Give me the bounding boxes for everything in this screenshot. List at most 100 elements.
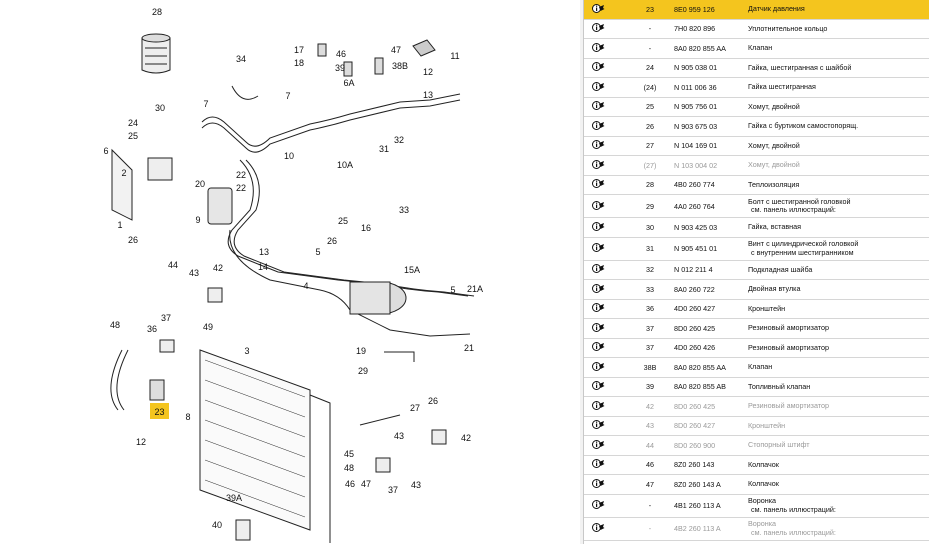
callout-10[interactable]: 10 [284,151,294,161]
callout-39A[interactable]: 39A [226,493,242,503]
part-number[interactable]: N 905 756 01 [672,97,746,117]
callout-38B[interactable]: 38B [392,61,408,71]
info-pointer-icon[interactable] [592,100,605,111]
callout-7[interactable]: 7 [203,99,208,109]
info-pointer-icon[interactable] [592,61,605,72]
info-pointer-icon[interactable] [592,42,605,53]
part-number[interactable]: N 905 451 01 [672,237,746,261]
callout-4[interactable]: 4 [303,281,308,291]
row-info-cell[interactable] [584,38,628,59]
info-pointer-icon[interactable] [592,439,605,450]
callout-26[interactable]: 26 [428,396,438,406]
part-number[interactable]: 8D0 260 427 [672,416,746,436]
row-info-cell[interactable] [584,58,628,78]
info-pointer-icon[interactable] [592,221,605,232]
callout-25[interactable]: 25 [128,131,138,141]
info-pointer-icon[interactable] [592,341,605,352]
row-info-cell[interactable] [584,97,628,117]
row-info-cell[interactable] [584,396,628,417]
callout-37[interactable]: 37 [161,313,171,323]
callout-46[interactable]: 46 [345,479,355,489]
part-number[interactable]: 8Z0 260 143 A [672,474,746,495]
info-pointer-icon[interactable] [592,322,605,333]
part-number[interactable]: 8A0 820 855 AA [672,357,746,378]
row-info-cell[interactable] [584,155,628,176]
info-pointer-icon[interactable] [592,159,605,170]
callout-43[interactable]: 43 [394,431,404,441]
part-desc-note[interactable]: с внутренним шестигранником [751,247,854,257]
callout-5[interactable]: 5 [315,247,320,257]
row-info-cell[interactable] [584,338,628,358]
part-number[interactable]: 8D0 260 425 [672,396,746,417]
callout-22[interactable]: 22 [236,183,246,193]
callout-47[interactable]: 47 [391,45,401,55]
callout-26[interactable]: 26 [128,235,138,245]
part-number[interactable]: 8Z0 260 143 [672,455,746,475]
callout-40[interactable]: 40 [212,520,222,530]
part-number[interactable]: N 903 675 03 [672,116,746,137]
callout-20[interactable]: 20 [195,179,205,189]
row-info-cell[interactable] [584,299,628,319]
callout-15A[interactable]: 15A [404,265,420,275]
callout-13[interactable]: 13 [259,247,269,257]
row-info-cell[interactable] [584,217,628,238]
part-number[interactable]: 4B2 260 113 A [672,517,746,541]
part-number[interactable]: 8D0 260 900 [672,435,746,456]
callout-17[interactable]: 17 [294,45,304,55]
part-number[interactable]: N 903 425 03 [672,217,746,238]
part-number[interactable]: 8D0 260 425 [672,318,746,339]
callout-37[interactable]: 37 [388,485,398,495]
part-number[interactable]: 4A0 260 764 [672,194,746,218]
info-pointer-icon[interactable] [592,200,605,211]
callout-8[interactable]: 8 [185,412,190,422]
callout-18[interactable]: 18 [294,58,304,68]
callout-14[interactable]: 14 [258,262,268,272]
callout-43[interactable]: 43 [189,268,199,278]
callout-48[interactable]: 48 [110,320,120,330]
callout-highlight-23[interactable]: 23 [150,403,169,419]
row-info-cell[interactable] [584,435,628,456]
part-number[interactable]: N 012 211 4 [672,260,746,280]
info-pointer-icon[interactable] [592,120,605,131]
info-pointer-icon[interactable] [592,400,605,411]
part-number[interactable]: 4D0 260 427 [672,299,746,319]
callout-30[interactable]: 30 [155,103,165,113]
part-number[interactable]: N 103 004 02 [672,155,746,176]
part-number[interactable]: 8E0 959 126 [672,0,746,20]
row-info-cell[interactable] [584,494,628,518]
callout-29[interactable]: 29 [358,366,368,376]
row-info-cell[interactable] [584,77,628,98]
info-pointer-icon[interactable] [592,522,605,533]
callout-22[interactable]: 22 [236,170,246,180]
callout-12[interactable]: 12 [423,67,433,77]
row-info-cell[interactable] [584,260,628,280]
callout-28[interactable]: 28 [152,7,162,17]
part-number[interactable]: N 011 006 36 [672,77,746,98]
callout-32[interactable]: 32 [394,135,404,145]
callout-34[interactable]: 34 [236,54,246,64]
part-desc-note[interactable]: см. панель иллюстраций: [751,205,836,214]
info-pointer-icon[interactable] [592,242,605,253]
callout-10A[interactable]: 10A [337,160,353,170]
part-number[interactable]: 8A0 820 855 AA [672,38,746,59]
row-info-cell[interactable] [584,237,628,261]
callout-12[interactable]: 12 [136,437,146,447]
callout-9[interactable]: 9 [195,215,200,225]
row-info-cell[interactable] [584,416,628,436]
